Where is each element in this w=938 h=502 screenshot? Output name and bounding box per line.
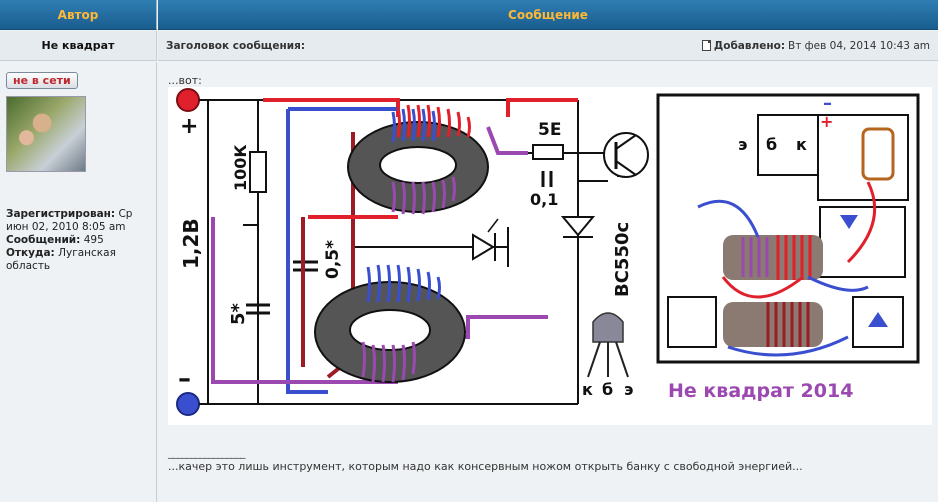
pin-label-b: б xyxy=(602,380,613,399)
registered-label: Зарегистрирован: xyxy=(6,208,116,220)
registered-value: Ср июн 02, 2010 8:05 am xyxy=(6,208,133,233)
capacitor-01-label: 0,1 xyxy=(530,190,558,209)
posts-label: Сообщений: xyxy=(6,234,81,246)
capacitor-05-label: 0,5* xyxy=(323,240,343,279)
author-profile: не в сети Зарегистрирован: Ср июн 02, 20… xyxy=(0,62,157,502)
pin-label-e: э xyxy=(624,380,633,399)
transistor-label: BC550c xyxy=(612,222,633,297)
resistor-5e-label: 5Е xyxy=(538,120,561,140)
post-header-bar: Заголовок сообщения: Добавлено: Вт фев 0… xyxy=(158,31,938,61)
posts-value: 495 xyxy=(83,234,104,246)
circuit-schematic-image: + – 1,2В 100К 5* xyxy=(168,87,932,425)
board-pin-e: э xyxy=(738,135,747,154)
board-minus: – xyxy=(823,93,832,114)
posted-label: Добавлено: xyxy=(713,39,786,52)
board-pin-k: к xyxy=(796,135,807,154)
resistor-5e xyxy=(532,144,564,160)
resistor-100k-label: 100К xyxy=(231,145,250,191)
protection-diode xyxy=(560,216,596,237)
pcb-board xyxy=(656,93,920,364)
signature-separator: _________________ xyxy=(168,446,245,459)
positive-terminal xyxy=(176,88,200,112)
board-diode xyxy=(840,215,858,229)
board-pin-b: б xyxy=(766,135,777,154)
board-windings xyxy=(697,181,877,357)
colored-wires xyxy=(211,98,578,394)
author-watermark: Не квадрат 2014 xyxy=(668,380,853,402)
post-icon[interactable] xyxy=(701,40,711,51)
post-date: Добавлено: Вт фев 04, 2014 10:43 am xyxy=(701,39,930,52)
from-label: Откуда: xyxy=(6,247,55,259)
transistor-symbol xyxy=(603,132,649,178)
posted-date: Вт фев 04, 2014 10:43 am xyxy=(788,39,930,52)
upper-windings xyxy=(391,104,471,215)
signature-text: ...качер это лишь инструмент, которым на… xyxy=(168,460,803,473)
message-column-header: Сообщение xyxy=(158,0,938,30)
plus-sign: + xyxy=(180,114,198,139)
message-body: ...вот: + – 1,2В xyxy=(158,62,938,502)
subject-label: Заголовок сообщения: xyxy=(166,39,306,52)
post-author-name[interactable]: Не квадрат xyxy=(0,31,157,61)
from-value: Луганская область xyxy=(6,247,116,272)
resistor-100k xyxy=(249,151,267,193)
voltage-label: 1,2В xyxy=(179,218,203,269)
avatar xyxy=(6,96,86,172)
post-text: ...вот: xyxy=(168,74,202,87)
negative-terminal xyxy=(176,392,200,416)
online-status-badge: не в сети xyxy=(6,72,78,89)
author-column-header: Автор xyxy=(0,0,157,30)
pin-label-c: к xyxy=(582,380,593,399)
capacitor-5-label: 5* xyxy=(228,302,249,325)
lower-windings xyxy=(361,264,441,383)
transistor-package xyxy=(592,312,624,343)
board-plus: + xyxy=(820,112,833,131)
minus-sign: – xyxy=(178,364,191,394)
led-diode xyxy=(472,233,495,261)
profile-info: Зарегистрирован: Ср июн 02, 2010 8:05 am… xyxy=(6,208,150,273)
